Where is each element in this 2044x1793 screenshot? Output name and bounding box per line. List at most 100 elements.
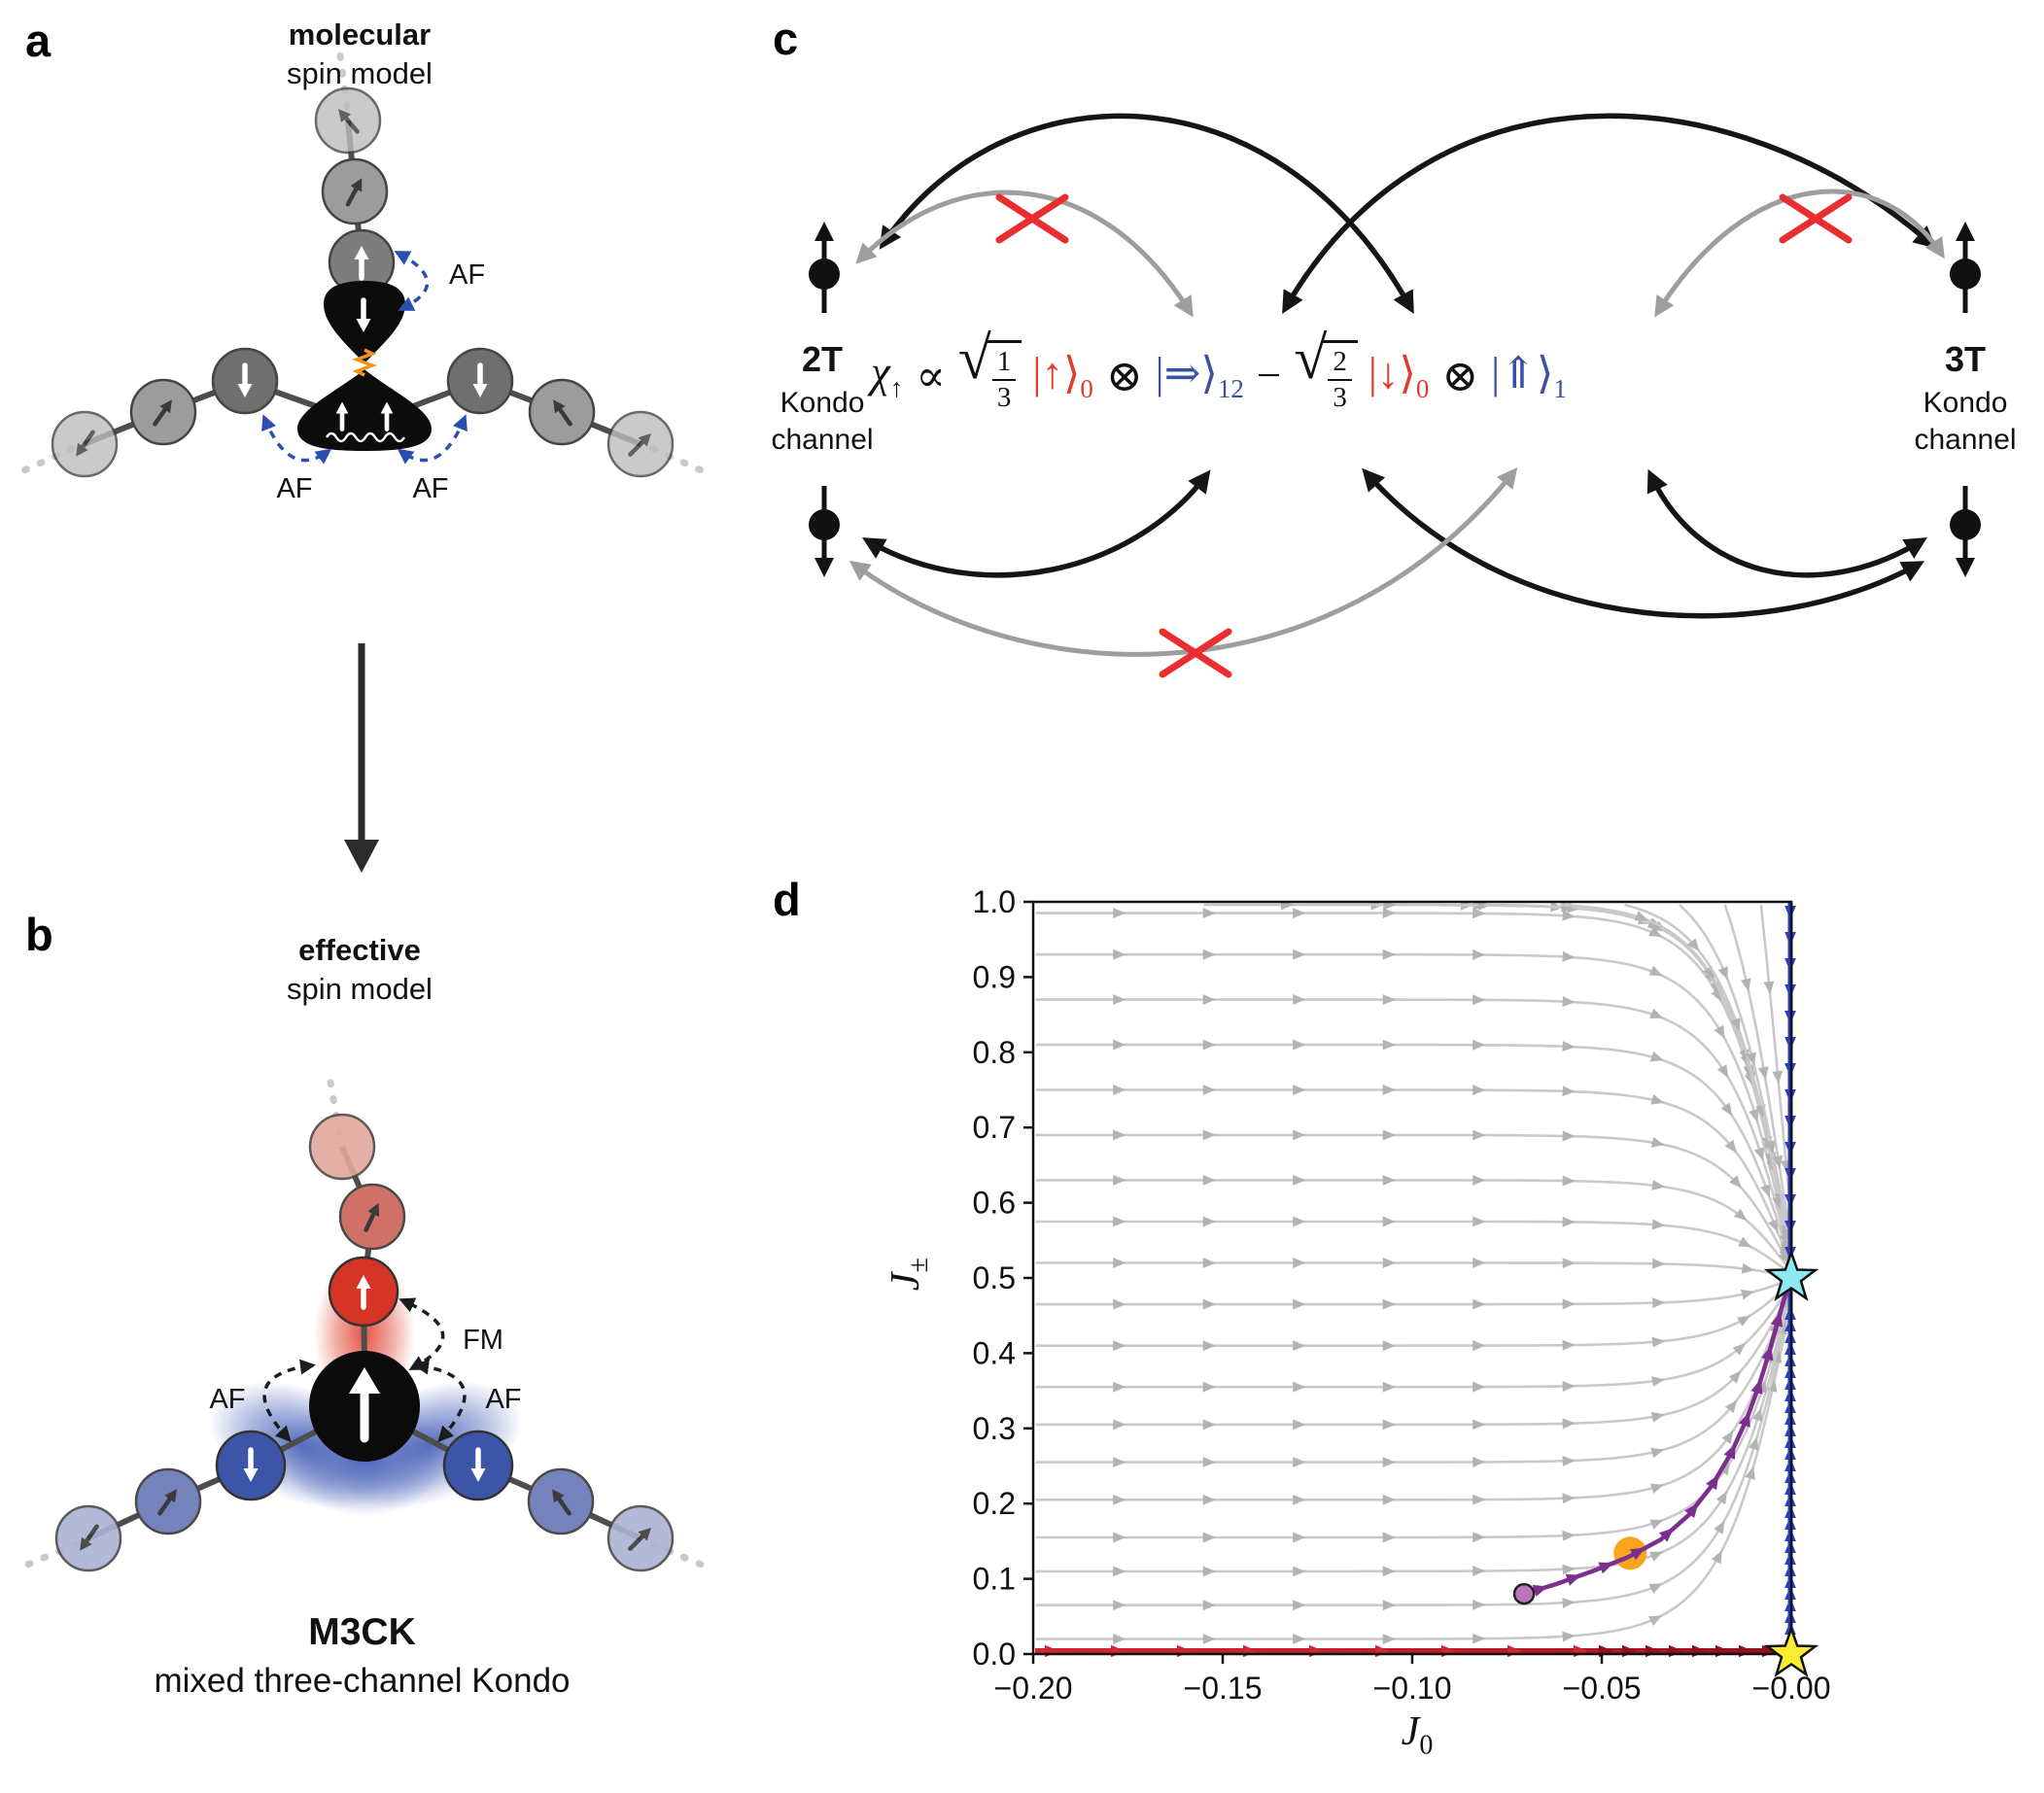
y-tick-label: 1.0 [973, 884, 1016, 919]
model-name: M3CK [308, 1611, 416, 1653]
spin-site [211, 347, 279, 415]
forbidden-cross-icon [1159, 628, 1232, 678]
spin-site [308, 1113, 376, 1181]
eq-ket-doubleup-1: |⇑⟩1 [1491, 348, 1567, 403]
spin-site [527, 1467, 595, 1535]
x-tick-label: −0.20 [994, 1671, 1073, 1706]
x-tick-label: −0.00 [1752, 1671, 1831, 1706]
x-tick-label: −0.15 [1184, 1671, 1263, 1706]
eq-ket-up-0: |↑⟩0 [1032, 348, 1093, 403]
gray-streamlines [1035, 902, 1791, 1644]
panel-b-letter: b [25, 909, 53, 960]
coupling-arcs [262, 1297, 467, 1442]
chain-continuation-dashes [21, 1073, 708, 1569]
panel-a-title-line2: spin model [287, 56, 433, 90]
y-tick-label: 0.0 [973, 1637, 1016, 1672]
y-tick-label: 0.7 [973, 1110, 1016, 1145]
trajectory-start-point [1512, 1582, 1536, 1605]
left-channel-word2: channel [771, 424, 873, 456]
panel-a-title: molecular spin model [219, 16, 501, 93]
y-tick-label: 0.6 [973, 1186, 1016, 1221]
eq-minus: − [1256, 351, 1282, 400]
x-tick-label: −0.05 [1563, 1671, 1642, 1706]
spin-site [606, 410, 675, 478]
electron-spin-up-right-icon [1950, 222, 1981, 313]
panel-c-graphic: 2T Kondo channel 3T Kondo channel [771, 113, 2017, 678]
panel-d-letter: d [773, 874, 801, 925]
right-channel-word1: Kondo [1923, 387, 2008, 419]
y-tick-label: 0.3 [973, 1411, 1016, 1446]
panel-b-title-line2: spin model [287, 972, 433, 1006]
left-channel-word1: Kondo [780, 387, 865, 419]
forbidden-process-arcs [849, 189, 1945, 657]
axis-ticks: −0.20 −0.15 −0.10 −0.05 −0.00 0.0 0.1 0.2 0.3 0.4… [973, 884, 1831, 1706]
mapping-arrow [344, 643, 379, 873]
eq-ket-doubleright-12: |⇒⟩12 [1155, 348, 1244, 403]
af-label-left: AF [209, 1384, 245, 1415]
panel-a-graphic: AF AF AF [16, 45, 710, 873]
panel-b-title-line1: effective [298, 933, 421, 967]
right-channel-name: 3T [1945, 339, 1986, 379]
electron-spin-down-left-icon [809, 486, 840, 577]
forbidden-cross-icon [1779, 193, 1853, 244]
af-label-bottom-left: AF [276, 473, 312, 504]
spin-site [314, 86, 382, 155]
panel-b-graphic: FM AF AF [21, 1073, 708, 1572]
spin-site [321, 157, 389, 225]
y-tick-label: 0.5 [973, 1260, 1016, 1295]
right-channel-word2: channel [1914, 424, 2016, 456]
spin-site [338, 1183, 406, 1251]
spin-site [215, 1430, 287, 1501]
eq-ket-down-0: |↓⟩0 [1368, 348, 1430, 403]
panel-c-letter: c [773, 13, 799, 64]
af-coupling-arcs [261, 251, 468, 465]
spin-site [129, 378, 197, 446]
spin-site [54, 1504, 122, 1572]
af-label-bottom-right: AF [412, 473, 448, 504]
x-tick-label: −0.10 [1373, 1671, 1452, 1706]
forbidden-cross-icon [995, 193, 1069, 244]
spin-site [606, 1504, 675, 1572]
y-tick-label: 0.1 [973, 1562, 1016, 1597]
spin-site [528, 378, 596, 446]
orange-highlight-point [1613, 1536, 1647, 1570]
fm-label: FM [463, 1325, 503, 1356]
spin-site [328, 1256, 399, 1328]
m3ck-fixed-point-star [1763, 1249, 1819, 1302]
spin-site [51, 410, 119, 478]
panel-b-caption: M3CK mixed three-channel Kondo [78, 1611, 646, 1701]
electron-spin-down-right-icon [1950, 486, 1981, 577]
y-tick-label: 0.8 [973, 1035, 1016, 1070]
y-tick-label: 0.2 [973, 1486, 1016, 1521]
eq-lhs: χ↑ [871, 348, 904, 403]
plot-border [1031, 900, 1793, 1656]
molecular-impurity [297, 281, 432, 451]
eq-propto: ∝ [916, 351, 946, 400]
spin-site [442, 1430, 514, 1501]
af-label-right: AF [485, 1384, 521, 1415]
panel-a-letter: a [25, 15, 52, 66]
y-tick-label: 0.9 [973, 959, 1016, 994]
y-tick-label: 0.4 [973, 1335, 1016, 1370]
electron-spin-up-left-icon [809, 222, 840, 313]
spin-site [134, 1467, 202, 1535]
vibration-wave-icon [325, 431, 406, 443]
x-axis-label: J0 [1401, 1709, 1434, 1761]
model-name-expansion: mixed three-channel Kondo [154, 1662, 571, 1700]
panel-d-chart: −0.20 −0.15 −0.10 −0.05 −0.00 0.0 0.1 0.2 0.3 0.4… [973, 884, 1831, 1706]
left-channel-name: 2T [802, 339, 843, 379]
af-label-top: AF [449, 259, 485, 291]
y-axis-label: J± [883, 1258, 935, 1292]
eq-otimes-1: ⊗ [1105, 351, 1143, 400]
panel-b-title: effective spin model [219, 931, 501, 1009]
chain-continuation-dashes [16, 45, 710, 476]
exchange-spring-icon [352, 348, 377, 377]
effective-impurity-spin [309, 1351, 420, 1462]
spin-site [446, 347, 514, 415]
eq-otimes-2: ⊗ [1441, 351, 1479, 400]
free-fixed-point-star [1763, 1625, 1819, 1678]
